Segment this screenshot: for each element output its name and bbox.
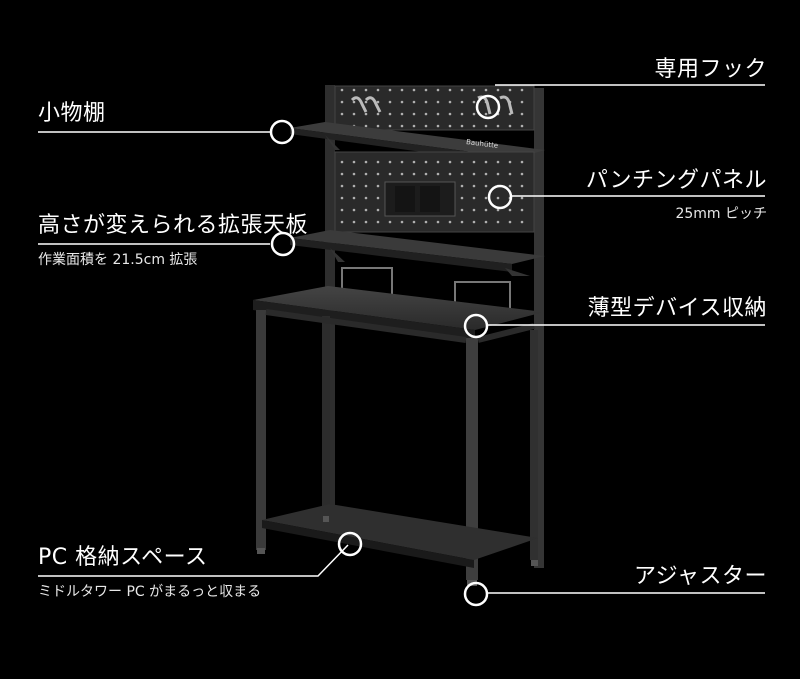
back-right-leg <box>530 330 538 560</box>
marker-small-shelf <box>269 119 295 145</box>
label-special-hook: 専用フック <box>654 57 767 82</box>
label-small-shelf: 小物棚 <box>38 101 106 126</box>
hook-right-1 <box>477 95 492 115</box>
hook-left-1 <box>350 96 368 113</box>
callout-lines <box>38 84 765 594</box>
callout-markers <box>269 94 513 607</box>
marker-device-storage <box>463 313 489 339</box>
label-punching-panel: パンチングパネル <box>585 168 767 193</box>
device-holder-right <box>454 281 511 312</box>
front-right-leg <box>466 338 478 580</box>
extension-board-top <box>290 230 545 264</box>
main-desktop <box>253 286 544 330</box>
front-left-leg <box>256 310 266 550</box>
label-pc-storage-sub: ミドルタワー PC がまるっと収まる <box>38 584 262 600</box>
device-holder-left <box>341 267 393 300</box>
back-left-leg <box>322 316 330 516</box>
small-shelf-top <box>290 122 545 158</box>
label-adjuster: アジャスター <box>633 564 767 589</box>
hook-right-2 <box>499 95 514 115</box>
marker-special-hook <box>475 94 501 120</box>
label-pc-storage: PC 格納スペース <box>38 545 208 570</box>
marker-height-board <box>270 231 296 257</box>
right-back-post <box>534 88 544 568</box>
hook-left-2 <box>364 96 382 113</box>
label-height-board-sub: 作業面積を 21.5cm 拡張 <box>38 252 198 268</box>
bottom-shelf <box>262 504 538 560</box>
label-device-storage: 薄型デバイス収納 <box>587 296 767 321</box>
marker-punching-panel <box>487 184 513 210</box>
label-height-board: 高さが変えられる拡張天板 <box>38 213 309 238</box>
marker-pc-storage <box>337 531 363 557</box>
marker-adjuster <box>463 581 489 607</box>
label-punching-panel-sub: 25mm ピッチ <box>675 206 767 222</box>
